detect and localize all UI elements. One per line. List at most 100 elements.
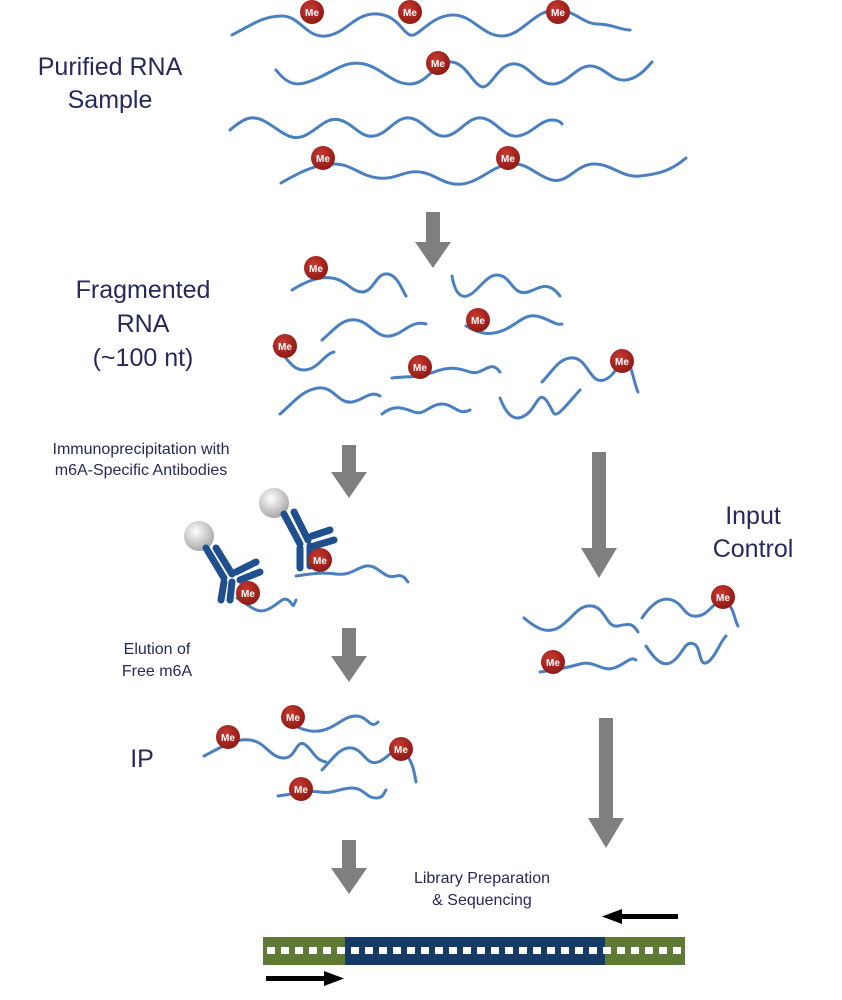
methyl-marker-label: Me [278, 342, 292, 353]
methyl-marker-dot [389, 737, 413, 761]
methyl-marker-label: Me [551, 8, 565, 19]
base-pair-dash [491, 947, 499, 954]
base-pair-dash [617, 947, 625, 954]
fragmented-rna-label-line1: Fragmented [76, 276, 211, 304]
methyl-marker-dot [289, 777, 313, 801]
methyl-marker-group: Me [311, 146, 335, 170]
base-pair-dash [673, 947, 681, 954]
rna-fragment [522, 604, 640, 634]
magnetic-bead-icon [184, 521, 214, 551]
antibody-icon [202, 544, 264, 604]
purified-rna-label-line1: Purified RNA [38, 53, 183, 81]
methyl-marker-group: Me [466, 308, 490, 332]
rna-fragment [644, 634, 728, 666]
methyl-marker-label: Me [501, 154, 515, 165]
methyl-marker-group: Me [711, 585, 735, 609]
forward-read-arrow-icon [266, 971, 344, 986]
methyl-marker-label: Me [716, 593, 730, 604]
methyl-marker-label: Me [221, 733, 235, 744]
immunoprecipitation-label-line2: m6A-Specific Antibodies [55, 462, 228, 479]
rna-fragment [498, 388, 582, 420]
base-pair-dash [631, 947, 639, 954]
base-pair-dash [575, 947, 583, 954]
methyl-marker-dot [236, 581, 260, 605]
base-pair-dash [407, 947, 415, 954]
methyl-marker-label: Me [431, 59, 445, 70]
methyl-marker-dot [273, 334, 297, 358]
fragmented-rna-label-line2: RNA [117, 310, 170, 338]
elution-label-line2: Free m6A [122, 663, 193, 680]
methyl-marker-label: Me [403, 8, 417, 19]
methyl-marker-dot [541, 650, 565, 674]
methyl-marker-label: Me [313, 556, 327, 567]
methyl-marker-dot [300, 0, 324, 24]
methyl-marker-group: Me [216, 725, 240, 749]
methyl-marker-dot [466, 308, 490, 332]
base-pair-dash [295, 947, 303, 954]
elution-label-line1: Elution of [124, 641, 191, 658]
methyl-marker-group: Me [273, 334, 297, 358]
fragmented-rna-strands: Me Me Me Me Me [272, 256, 640, 420]
methyl-marker-group: Me [610, 349, 634, 373]
rna-strand [228, 116, 564, 139]
methyl-marker-group: Me [281, 705, 305, 729]
base-pair-dash [351, 947, 359, 954]
base-pair-dash [505, 947, 513, 954]
methyl-marker-label: Me [394, 745, 408, 756]
rna-fragment [450, 273, 562, 298]
rna-fragment [282, 714, 380, 733]
base-pair-dash [379, 947, 387, 954]
base-pair-dash [267, 947, 275, 954]
base-pair-dash [589, 947, 597, 954]
methyl-marker-dot [216, 725, 240, 749]
base-pair-dash [603, 947, 611, 954]
methyl-marker-dot [546, 0, 570, 24]
methyl-marker-label: Me [309, 264, 323, 275]
methyl-marker-group: Me [408, 355, 432, 379]
rna-fragment [320, 318, 428, 342]
base-pair-dash [337, 947, 345, 954]
base-pair-dash [323, 947, 331, 954]
rna-strand [274, 60, 654, 89]
process-arrow-icon [415, 212, 451, 268]
base-pair-dash [393, 947, 401, 954]
process-arrow-icon [588, 718, 624, 848]
methyl-marker-group: Me [496, 146, 520, 170]
rna-strand [230, 8, 632, 38]
process-arrow-icon [331, 445, 367, 498]
methyl-marker-label: Me [615, 357, 629, 368]
process-arrow-icon [581, 452, 617, 578]
methyl-marker-group: Me [398, 0, 422, 24]
base-pair-dash [435, 947, 443, 954]
base-pair-dashes [267, 947, 681, 954]
ip-label: IP [130, 745, 154, 773]
base-pair-dash [659, 947, 667, 954]
base-pair-dash [477, 947, 485, 954]
methyl-marker-group: Me [308, 548, 332, 572]
methyl-marker-dot [496, 146, 520, 170]
methyl-marker-group: Me [304, 256, 328, 280]
ip-rna-strands: Me Me Me Me [202, 705, 418, 801]
methyl-marker-group: Me [289, 777, 313, 801]
input-control-label-line1: Input [725, 502, 781, 530]
input-control-strands: Me Me [522, 585, 740, 674]
methyl-marker-dot [308, 548, 332, 572]
base-pair-dash [561, 947, 569, 954]
methyl-marker-dot [408, 355, 432, 379]
base-pair-dash [449, 947, 457, 954]
methyl-marker-label: Me [413, 363, 427, 374]
magnetic-bead-icon [259, 488, 289, 518]
fragmented-rna-label-line3: (~100 nt) [93, 344, 194, 372]
methyl-marker-dot [398, 0, 422, 24]
rna-fragment [380, 402, 472, 416]
methyl-marker-group: Me [426, 51, 450, 75]
antibody-bead-complex: Me [259, 488, 410, 584]
sequencing-library-fragment [263, 909, 685, 986]
purified-rna-label-line2: Sample [68, 86, 153, 114]
base-pair-dash [519, 947, 527, 954]
methyl-marker-group: Me [300, 0, 324, 24]
input-control-label-line2: Control [713, 535, 794, 563]
methyl-marker-label: Me [241, 589, 255, 600]
immunoprecipitation-label-line1: Immunoprecipitation with [53, 441, 230, 458]
rna-fragment [320, 746, 418, 784]
